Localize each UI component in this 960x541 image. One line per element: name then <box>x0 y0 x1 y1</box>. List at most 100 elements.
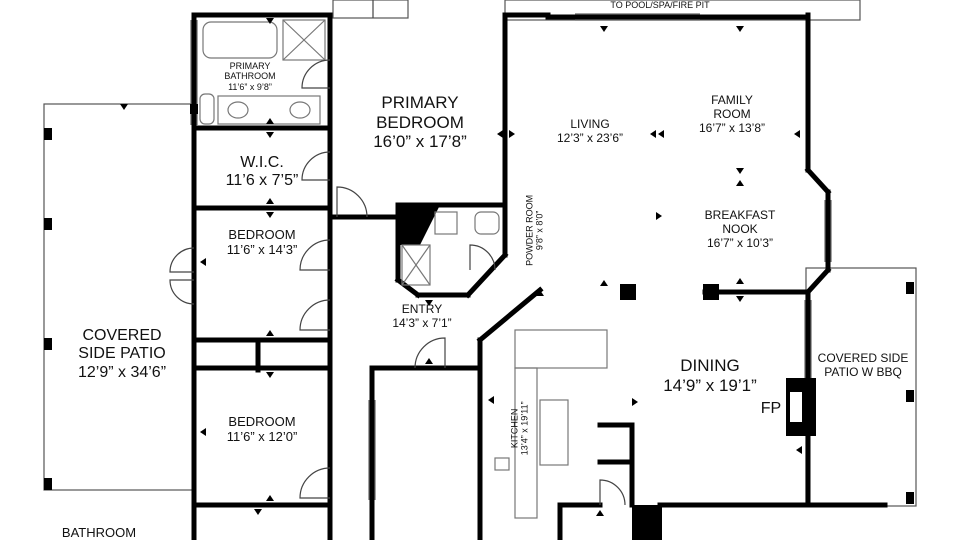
marker <box>736 168 744 174</box>
marker <box>736 26 744 32</box>
marker <box>266 212 274 218</box>
family-room-label: FAMILY ROOM 16’7” x 13’8” <box>672 93 792 135</box>
room-name: BATHROOM <box>61 525 137 540</box>
covered-side-patio-label: COVERED SIDE PATIO 12’9” x 34’6” <box>52 327 192 382</box>
marker <box>266 372 274 378</box>
bathtub-icon <box>202 21 278 59</box>
wall <box>394 276 422 299</box>
room-dimensions: 11’6 x 7’5” <box>225 172 299 190</box>
marker <box>736 180 744 186</box>
walls <box>191 12 888 540</box>
kitchen-counter-icon <box>514 329 608 369</box>
column <box>190 104 198 114</box>
room-name: BATHROOM <box>224 71 276 82</box>
marker <box>736 296 744 302</box>
wall <box>804 266 832 296</box>
bedroom-2-label: BEDROOM 11’6” x 12’0” <box>198 414 326 445</box>
shower-icon <box>401 244 431 286</box>
living-label: LIVING 12’3” x 23’6” <box>530 117 650 146</box>
room-dimensions: 12’9” x 34’6” <box>77 363 167 381</box>
door-swing <box>301 151 331 181</box>
shower-icon <box>401 244 431 286</box>
door-swing <box>299 239 331 271</box>
shower-icon <box>282 19 326 61</box>
toilet-icon <box>199 93 215 125</box>
room-name: ROOM <box>713 106 751 121</box>
room-name: NOOK <box>722 221 758 236</box>
door-swing <box>469 244 496 271</box>
marker <box>632 398 638 406</box>
sink-icon <box>289 101 311 119</box>
marker <box>658 130 664 138</box>
room-name: PRIMARY <box>381 93 459 112</box>
door-swing <box>299 467 331 499</box>
door-swing <box>299 299 331 331</box>
room-dimensions: 16’7” x 10’3” <box>706 235 774 250</box>
column <box>632 505 662 540</box>
door-swing <box>336 186 368 218</box>
room-name: BEDROOM <box>228 414 296 429</box>
door-swing <box>169 247 195 273</box>
shower-corner <box>398 205 440 245</box>
marker <box>200 258 206 266</box>
door-swing <box>414 337 446 369</box>
marker <box>736 278 744 284</box>
room-dimensions: 12’3” x 23’6” <box>556 130 624 145</box>
left-patio-outline <box>43 103 195 491</box>
bathroom-label: BATHROOM <box>46 525 152 541</box>
primary-bedroom-label: PRIMARY BEDROOM 16’0” x 17’8” <box>345 93 495 152</box>
door-swing <box>599 479 626 506</box>
column <box>906 282 914 294</box>
marker <box>656 212 662 220</box>
sink-icon <box>494 457 510 471</box>
breakfast-nook-label: BREAKFAST NOOK 16’7” x 10’3” <box>676 208 804 250</box>
room-name: DINING <box>680 356 740 375</box>
sink-icon <box>227 101 249 119</box>
marker <box>796 446 802 454</box>
marker <box>266 132 274 138</box>
marker <box>266 198 274 204</box>
marker <box>266 495 274 501</box>
room-dimensions: 13’4” x 19’11” <box>520 401 530 456</box>
door-swing <box>301 59 331 89</box>
room-name: BREAKFAST <box>704 208 776 222</box>
marker <box>509 130 515 138</box>
shower-icon <box>282 19 326 61</box>
powder-toilet-icon <box>474 211 500 235</box>
room-name: PRIMARY <box>229 61 271 71</box>
marker <box>596 510 604 516</box>
room-name: COVERED <box>82 327 162 344</box>
door-swing <box>169 279 195 305</box>
entry-label: ENTRY 14’3” x 7’1” <box>370 302 474 331</box>
room-name: PATIO W BBQ <box>824 364 902 379</box>
pool-note: TO POOL/SPA/FIRE PIT <box>610 0 710 10</box>
wall <box>804 166 832 196</box>
kitchen-label: KITCHEN 13’4” x 19’11” <box>510 378 531 478</box>
room-dimensions: 16’7” x 13’8” <box>698 120 766 135</box>
room-name: COVERED SIDE <box>817 351 909 365</box>
dimension-markers <box>120 18 802 516</box>
marker <box>425 300 433 306</box>
room-dimensions: 11’6” x 12’0” <box>226 428 298 444</box>
room-name: W.I.C. <box>240 154 284 171</box>
column <box>703 284 719 300</box>
room-dimensions: 9’8” x 8’0” <box>535 210 545 251</box>
fireplace-opening <box>790 392 802 422</box>
marker <box>120 104 128 110</box>
bedroom-1-label: BEDROOM 11’6” x 14’3” <box>198 227 326 258</box>
column <box>44 338 52 350</box>
marker <box>600 26 608 32</box>
top-porch-outline <box>332 0 409 19</box>
marker <box>488 396 494 404</box>
room-name: BEDROOM <box>228 227 296 242</box>
room-name: LIVING <box>570 117 610 131</box>
room-dimensions: 11’6” x 9’8” <box>228 81 272 92</box>
covered-side-patio-bbq-label: COVERED SIDE PATIO W BBQ <box>812 351 914 380</box>
room-name: BEDROOM <box>376 112 464 132</box>
column <box>44 128 52 140</box>
marker <box>600 280 608 286</box>
dining-label: DINING 14’9” x 19’1” <box>645 356 775 395</box>
column <box>44 478 52 490</box>
marker <box>266 118 274 124</box>
column <box>44 218 52 230</box>
